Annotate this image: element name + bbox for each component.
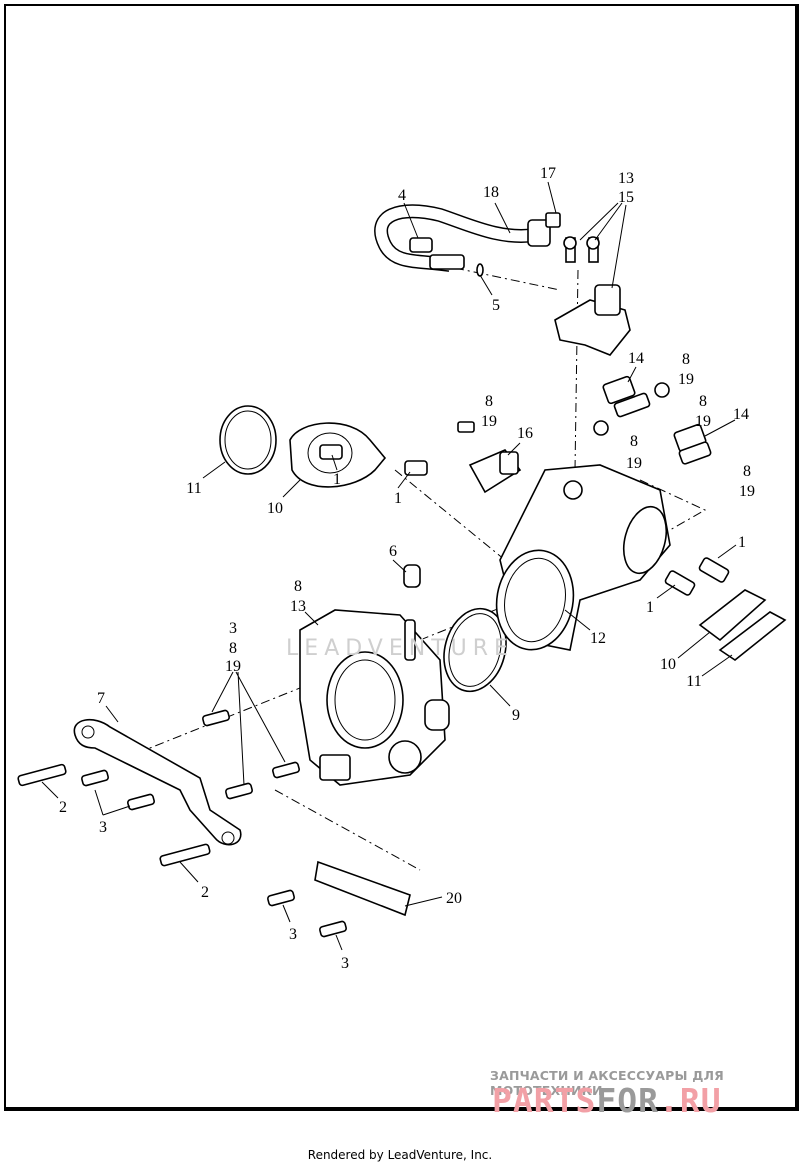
callout-18: 18 <box>483 184 499 201</box>
gasket-part-9 <box>443 607 507 693</box>
callout-10: 10 <box>267 500 283 517</box>
callout-6: 6 <box>389 543 397 560</box>
callout-19: 19 <box>678 371 694 388</box>
bolts <box>17 709 347 938</box>
fuel-rail-part-13 <box>554 236 631 356</box>
callout-14: 14 <box>628 350 644 367</box>
callout-5: 5 <box>492 297 500 314</box>
fuel-hose-part-18 <box>374 204 561 277</box>
footer-credit: Rendered by LeadVenture, Inc. <box>307 1148 493 1162</box>
callout-1: 1 <box>646 599 654 616</box>
callout-8: 8 <box>682 351 690 368</box>
callout-1: 1 <box>394 490 402 507</box>
callout-20: 20 <box>446 890 462 907</box>
watermark-logo: PARTSFOR.RU <box>492 1084 722 1118</box>
callout-4: 4 <box>398 187 406 204</box>
callout-16: 16 <box>517 425 533 442</box>
callout-8: 8 <box>630 433 638 450</box>
flange-part-10-left <box>289 422 428 488</box>
fuel-injectors-part-14 <box>593 375 712 465</box>
watermark-brand-gray: FOR <box>596 1081 659 1120</box>
bracket-part-7 <box>73 718 242 846</box>
center-watermark: LEADVENTURE <box>286 636 514 661</box>
leader-lines <box>41 181 737 951</box>
watermark-tagline: ЗАПЧАСТИ И АКСЕССУАРЫ ДЛЯ МОТОТЕХНИКИ <box>490 1068 724 1098</box>
callout-3: 3 <box>341 955 349 972</box>
callout-7: 7 <box>97 690 105 707</box>
callout-8: 8 <box>699 393 707 410</box>
callout-8: 8 <box>743 463 751 480</box>
callout-9: 9 <box>512 707 520 724</box>
callout-11: 11 <box>186 480 201 497</box>
callout-14: 14 <box>733 406 749 423</box>
callout-8: 8 <box>485 393 493 410</box>
plug-part-6 <box>403 564 421 588</box>
callout-3: 3 <box>289 926 297 943</box>
diagram-frame <box>4 4 799 1111</box>
callout-8: 8 <box>294 578 302 595</box>
callout-11: 11 <box>686 673 701 690</box>
watermark-brand-red: PARTS <box>492 1081 597 1120</box>
callout-19: 19 <box>225 658 241 675</box>
callout-19: 19 <box>481 413 497 430</box>
callout-12: 12 <box>590 630 606 647</box>
flange-part-10-right <box>664 557 787 661</box>
callout-8: 8 <box>229 640 237 657</box>
callout-19: 19 <box>626 455 642 472</box>
callout-3: 3 <box>229 620 237 637</box>
intake-manifold-part-12 <box>495 464 671 651</box>
bracket-part-20 <box>314 860 411 917</box>
callout-labels: 17 13 15 18 4 5 14 8 19 8 19 14 8 19 16 … <box>59 165 755 972</box>
callout-19: 19 <box>739 483 755 500</box>
throttle-body-part-8 <box>299 609 450 786</box>
callout-3: 3 <box>99 819 107 836</box>
callout-1: 1 <box>738 534 746 551</box>
callout-19: 19 <box>695 413 711 430</box>
callout-17: 17 <box>540 165 556 182</box>
callout-13: 13 <box>618 170 634 187</box>
callout-2: 2 <box>201 884 209 901</box>
callout-10: 10 <box>660 656 676 673</box>
callout-1: 1 <box>333 471 341 488</box>
sensor-part-16 <box>457 421 522 494</box>
callout-13: 13 <box>290 598 306 615</box>
callout-2: 2 <box>59 799 67 816</box>
gasket-part-11-left <box>219 405 277 475</box>
watermark-brand-suffix: .RU <box>658 1081 722 1120</box>
callout-15: 15 <box>618 189 634 206</box>
